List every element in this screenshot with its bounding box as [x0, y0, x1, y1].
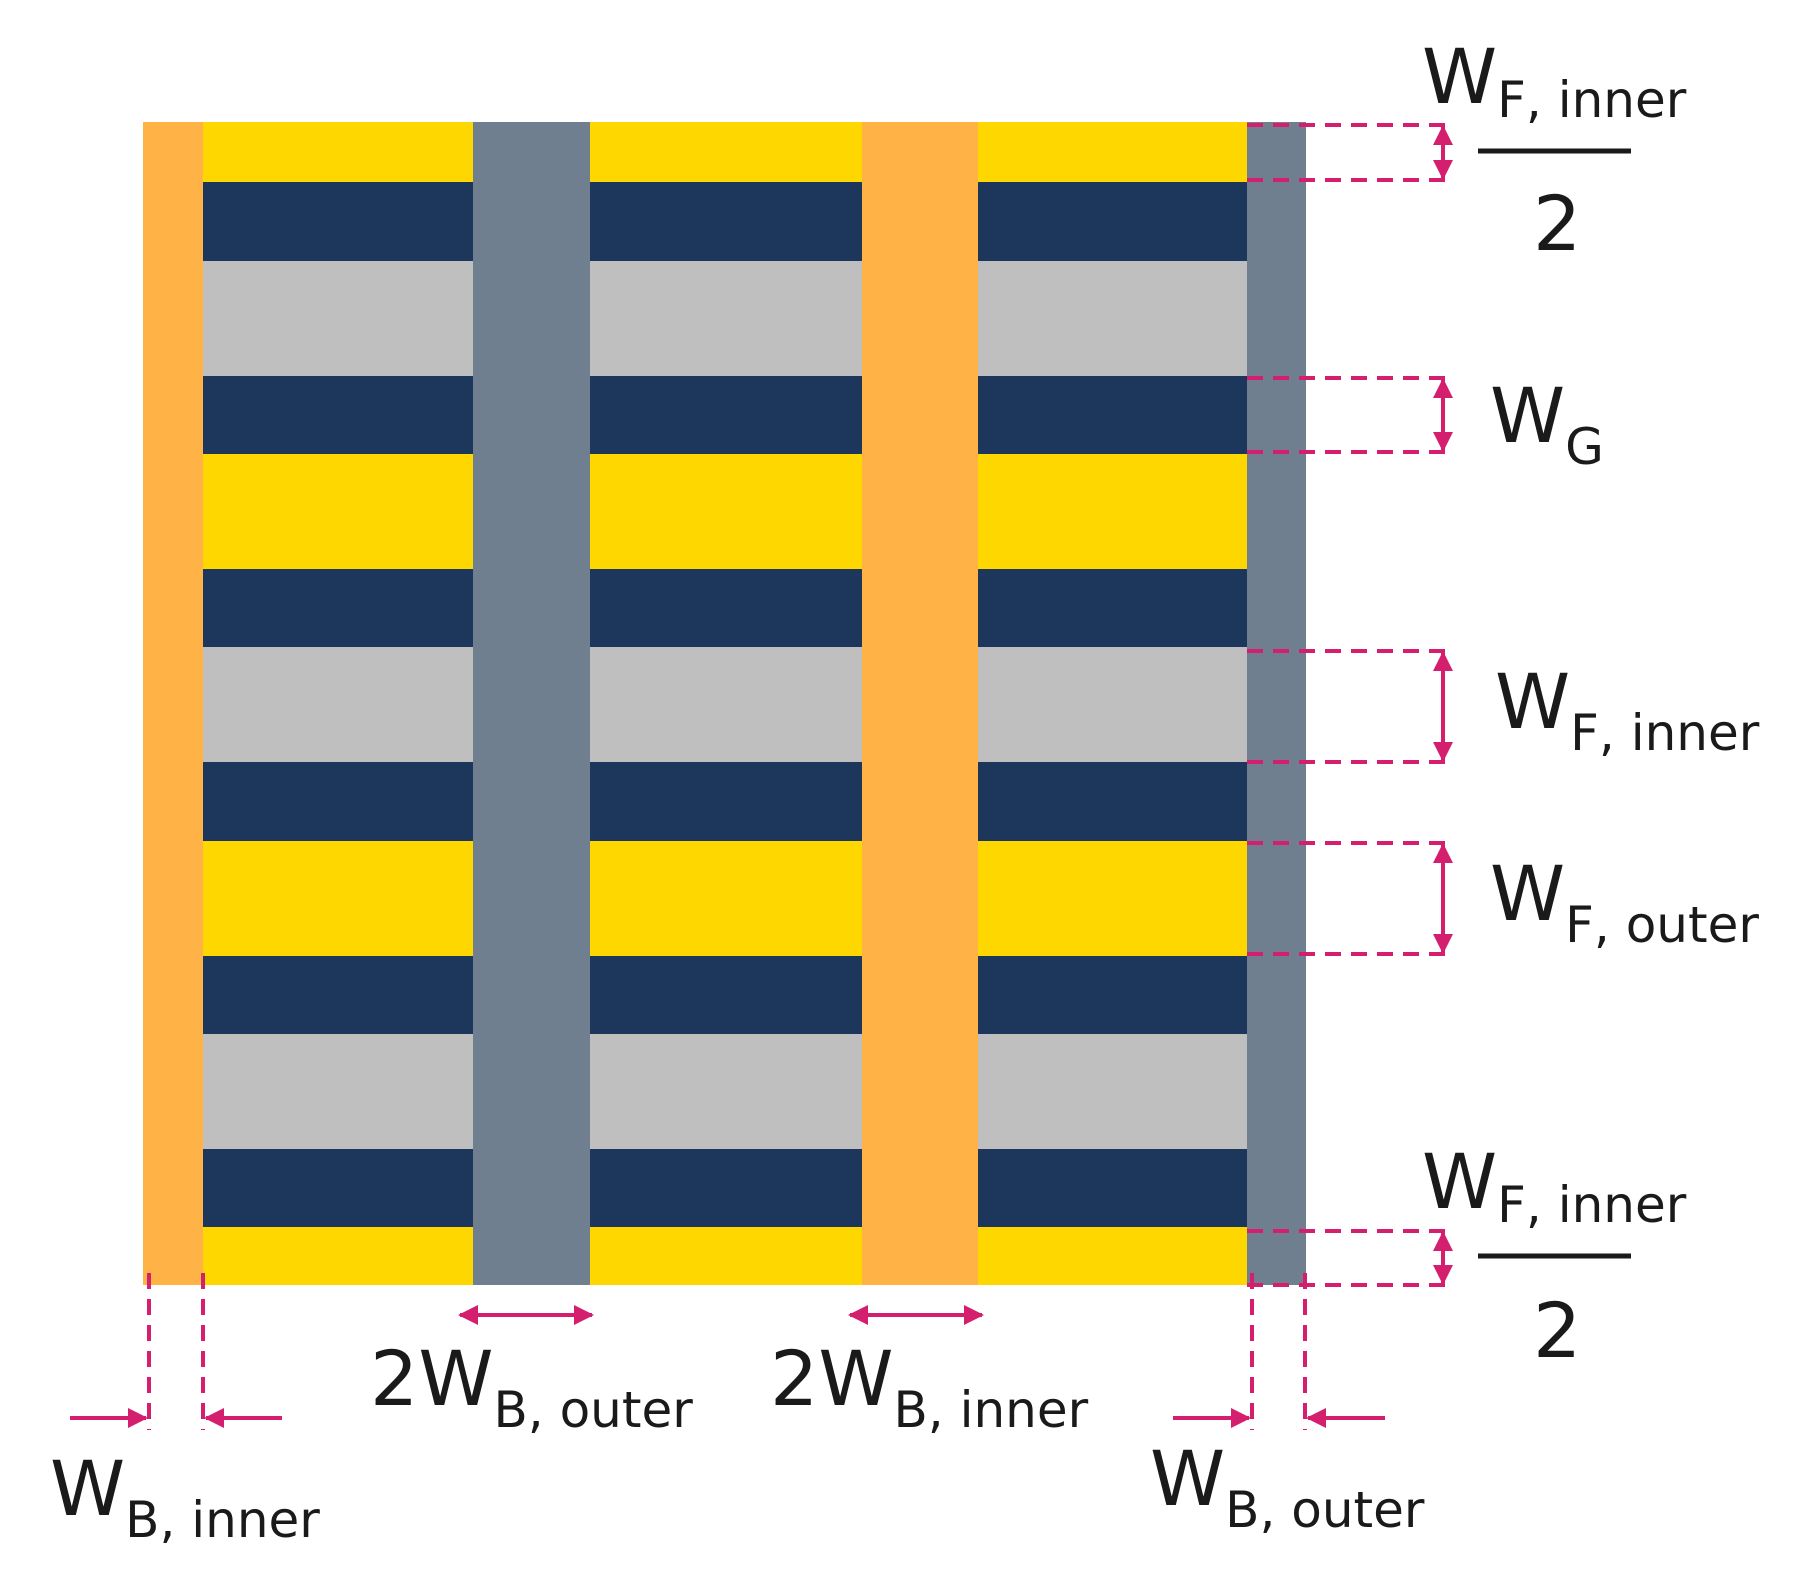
finger-outer-stripe — [143, 841, 1303, 956]
label-wf-outer: WF, outer — [1490, 849, 1759, 954]
finger-outer-stripe — [143, 454, 1303, 569]
finger-inner-stripe — [143, 647, 1303, 762]
svg-text:WF, inner: WF, inner — [1422, 1137, 1687, 1234]
svg-text:WG: WG — [1490, 371, 1604, 476]
svg-text:2WB, inner: 2WB, inner — [770, 1334, 1089, 1439]
svg-text:WF, inner: WF, inner — [1495, 657, 1760, 762]
finger-inner-stripe — [143, 261, 1303, 376]
electrode-grid — [143, 122, 1306, 1285]
label-wf-inner-half-bottom: WF, inner 2 — [1422, 1137, 1687, 1375]
label-2wb-outer: 2WB, outer — [370, 1334, 693, 1439]
label-wf-inner-half-top: WF, inner 2 — [1422, 32, 1687, 268]
gap-stripe — [143, 182, 1303, 261]
label-2wb-inner: 2WB, inner — [770, 1334, 1089, 1439]
label-wg: WG — [1490, 371, 1604, 476]
gap-stripe — [143, 956, 1303, 1034]
denominator: 2 — [1533, 179, 1581, 268]
gap-stripe — [143, 1149, 1303, 1227]
label-wf-inner: WF, inner — [1495, 657, 1760, 762]
right-dimension-annotations — [1247, 123, 1453, 1287]
inner-busbar-left — [143, 122, 203, 1285]
finger-outer-stripe — [143, 1227, 1303, 1285]
svg-text:2WB, outer: 2WB, outer — [370, 1334, 693, 1439]
label-wb-inner: WB, inner — [50, 1444, 320, 1549]
finger-outer-stripe — [143, 122, 1303, 182]
gap-stripe — [143, 569, 1303, 647]
svg-text:WB, inner: WB, inner — [50, 1444, 320, 1549]
svg-text:WF, inner: WF, inner — [1422, 32, 1687, 129]
svg-text:WB, outer: WB, outer — [1150, 1434, 1425, 1539]
gap-stripe — [143, 762, 1303, 841]
bottom-dimension-annotations — [70, 1273, 1385, 1430]
outer-busbar — [473, 122, 590, 1285]
denominator: 2 — [1533, 1286, 1581, 1375]
svg-text:WF, outer: WF, outer — [1490, 849, 1759, 954]
label-wb-outer: WB, outer — [1150, 1434, 1425, 1539]
outer-busbar-right — [1247, 122, 1306, 1285]
inner-busbar — [862, 122, 978, 1285]
finger-inner-stripe — [143, 1034, 1303, 1149]
gap-stripe — [143, 376, 1303, 454]
